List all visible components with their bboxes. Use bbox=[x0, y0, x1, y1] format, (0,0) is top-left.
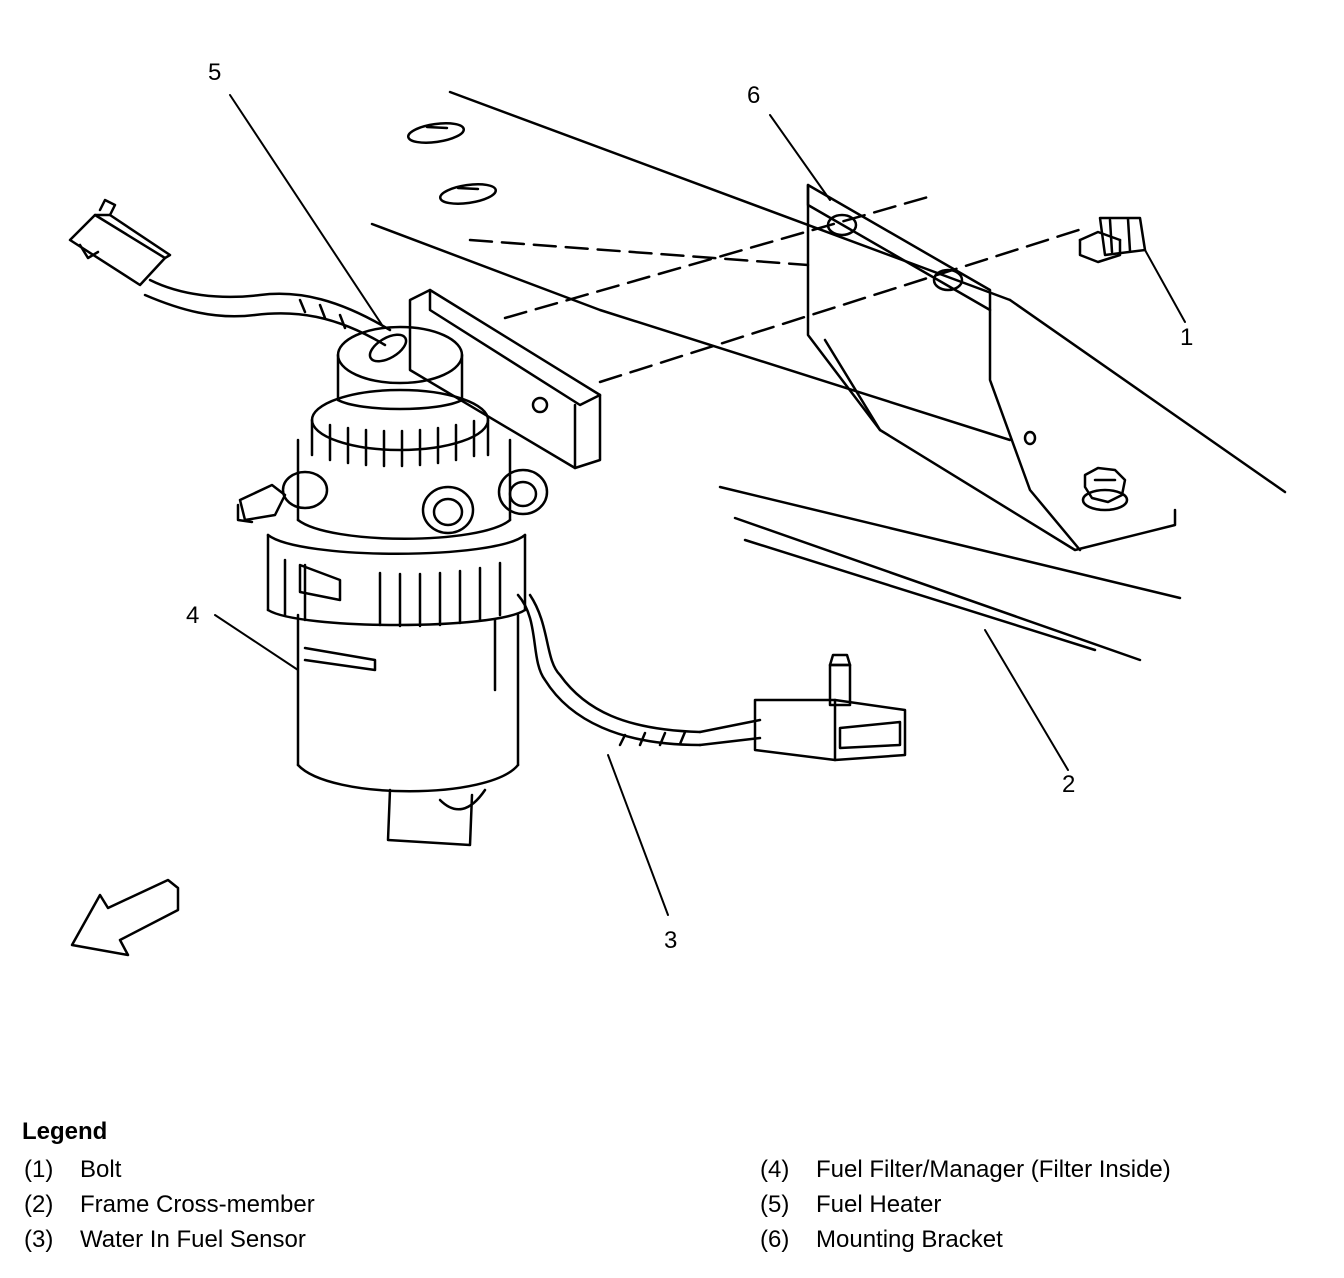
mounting-bracket bbox=[806, 183, 1177, 552]
water-in-fuel-sensor bbox=[516, 593, 907, 762]
legend-label: Water In Fuel Sensor bbox=[80, 1226, 306, 1253]
legend-label: Bolt bbox=[80, 1156, 122, 1183]
legend-left-column: (1) Bolt (2) Frame Cross-member (3) Water I… bbox=[24, 1156, 315, 1261]
callout-4: 4 bbox=[186, 602, 199, 629]
lower-bolt bbox=[1081, 466, 1129, 512]
fuel-heater-harness bbox=[68, 198, 392, 347]
legend-label: Frame Cross-member bbox=[80, 1191, 315, 1218]
legend-number: (4) bbox=[760, 1156, 790, 1183]
legend: Legend (1) Bolt (2) Frame Cross-member (3)… bbox=[22, 1118, 1322, 1253]
assembly-lines bbox=[468, 193, 1087, 384]
legend-number: (1) bbox=[24, 1156, 54, 1183]
fuel-filter-manager bbox=[236, 388, 549, 847]
fuel-filter-diagram: 1 2 3 4 5 6 bbox=[68, 59, 1287, 957]
callout-2: 2 bbox=[1062, 771, 1075, 798]
fuel-heater bbox=[336, 325, 464, 411]
callout-5: 5 bbox=[208, 59, 221, 86]
legend-item: (2) Frame Cross-member bbox=[24, 1191, 315, 1226]
legend-number: (6) bbox=[760, 1226, 790, 1253]
legend-title: Legend bbox=[22, 1118, 108, 1145]
legend-label: Mounting Bracket bbox=[816, 1226, 1003, 1253]
callout-6: 6 bbox=[747, 82, 760, 109]
filter-mount-block bbox=[408, 288, 602, 470]
legend-right-column: (4) Fuel Filter/Manager (Filter Inside) (… bbox=[760, 1156, 1171, 1261]
direction-arrow bbox=[70, 878, 180, 957]
legend-number: (5) bbox=[760, 1191, 790, 1218]
legend-number: (2) bbox=[24, 1191, 54, 1218]
bolt bbox=[1078, 216, 1147, 264]
legend-item: (5) Fuel Heater bbox=[760, 1191, 1171, 1226]
legend-number: (3) bbox=[24, 1226, 54, 1253]
callout-1: 1 bbox=[1180, 324, 1193, 351]
callout-3: 3 bbox=[664, 927, 677, 954]
legend-item: (3) Water In Fuel Sensor bbox=[24, 1226, 315, 1261]
legend-item: (4) Fuel Filter/Manager (Filter Inside) bbox=[760, 1156, 1171, 1191]
frame-cross-member bbox=[370, 90, 1287, 662]
leader-lines bbox=[214, 94, 1186, 916]
legend-label: Fuel Heater bbox=[816, 1191, 942, 1218]
legend-item: (6) Mounting Bracket bbox=[760, 1226, 1171, 1261]
legend-label: Fuel Filter/Manager (Filter Inside) bbox=[816, 1156, 1171, 1183]
legend-item: (1) Bolt bbox=[24, 1156, 315, 1191]
